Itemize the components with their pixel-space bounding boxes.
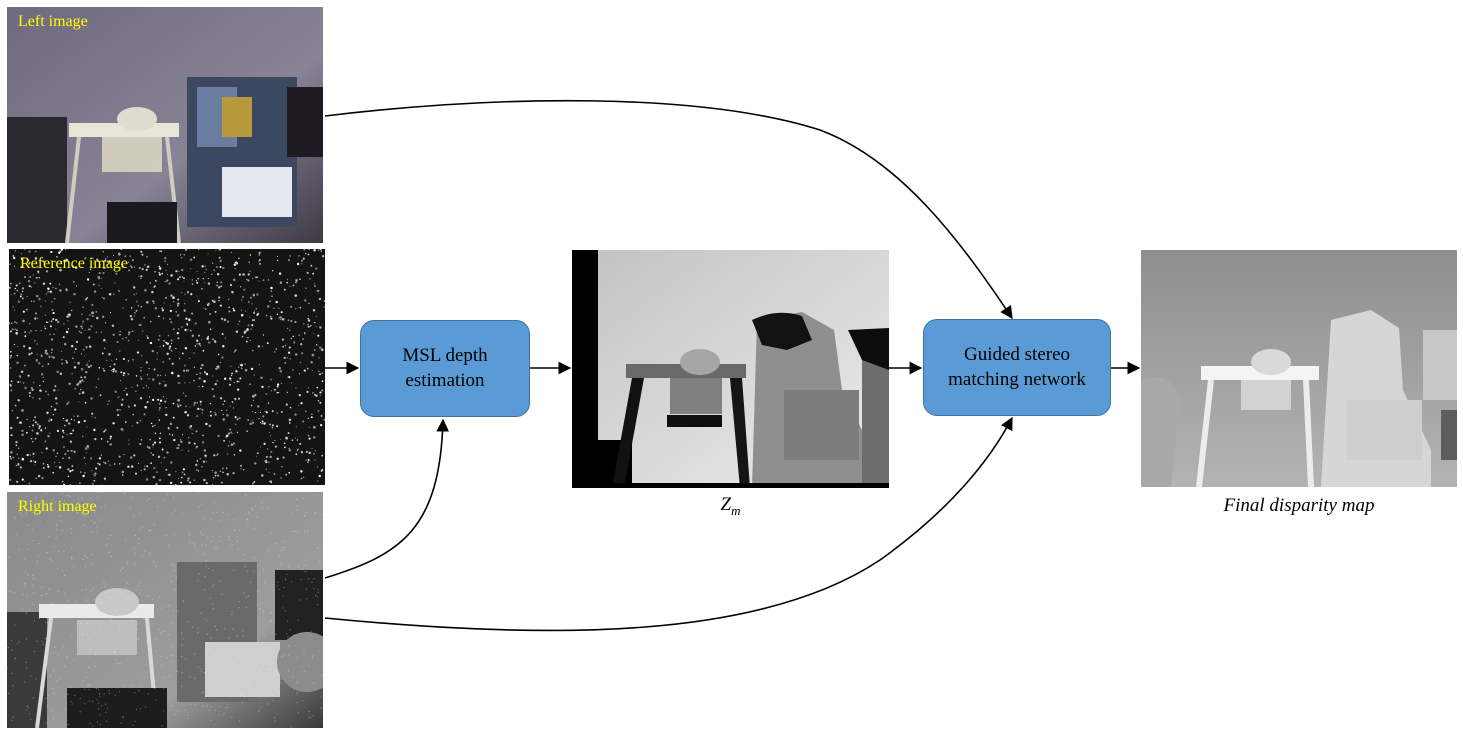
guided-block-line1: Guided stereo	[963, 343, 1071, 365]
left-image-photo	[7, 7, 323, 243]
zm-depth-map-image	[572, 250, 889, 488]
right-image-photo	[7, 492, 323, 728]
zm-symbol: Z	[720, 494, 732, 515]
zm-caption: Zm	[572, 494, 889, 519]
guided-block-line2: matching network	[948, 368, 1086, 390]
right-image: Right image	[7, 492, 323, 728]
reference-image-speckle	[9, 249, 325, 485]
arrow-right-to-msl	[324, 418, 450, 579]
final-disparity-map-image	[1141, 250, 1457, 487]
guided-stereo-matching-network-block: Guided stereo matching network	[923, 319, 1111, 416]
zm-depth-map	[572, 250, 889, 488]
reference-image-label: Reference image	[20, 255, 128, 272]
reference-image: Reference image	[9, 249, 325, 485]
msl-depth-estimation-block: MSL depth estimation	[360, 320, 530, 417]
zm-subscript: m	[731, 502, 741, 518]
left-image: Left image	[7, 7, 323, 243]
msl-block-line2: estimation	[405, 369, 485, 391]
right-image-label: Right image	[18, 498, 97, 515]
msl-block-line1: MSL depth	[402, 344, 488, 366]
final-disparity-map	[1141, 250, 1457, 487]
final-disparity-map-caption: Final disparity map	[1223, 495, 1375, 516]
left-image-label: Left image	[18, 13, 88, 30]
